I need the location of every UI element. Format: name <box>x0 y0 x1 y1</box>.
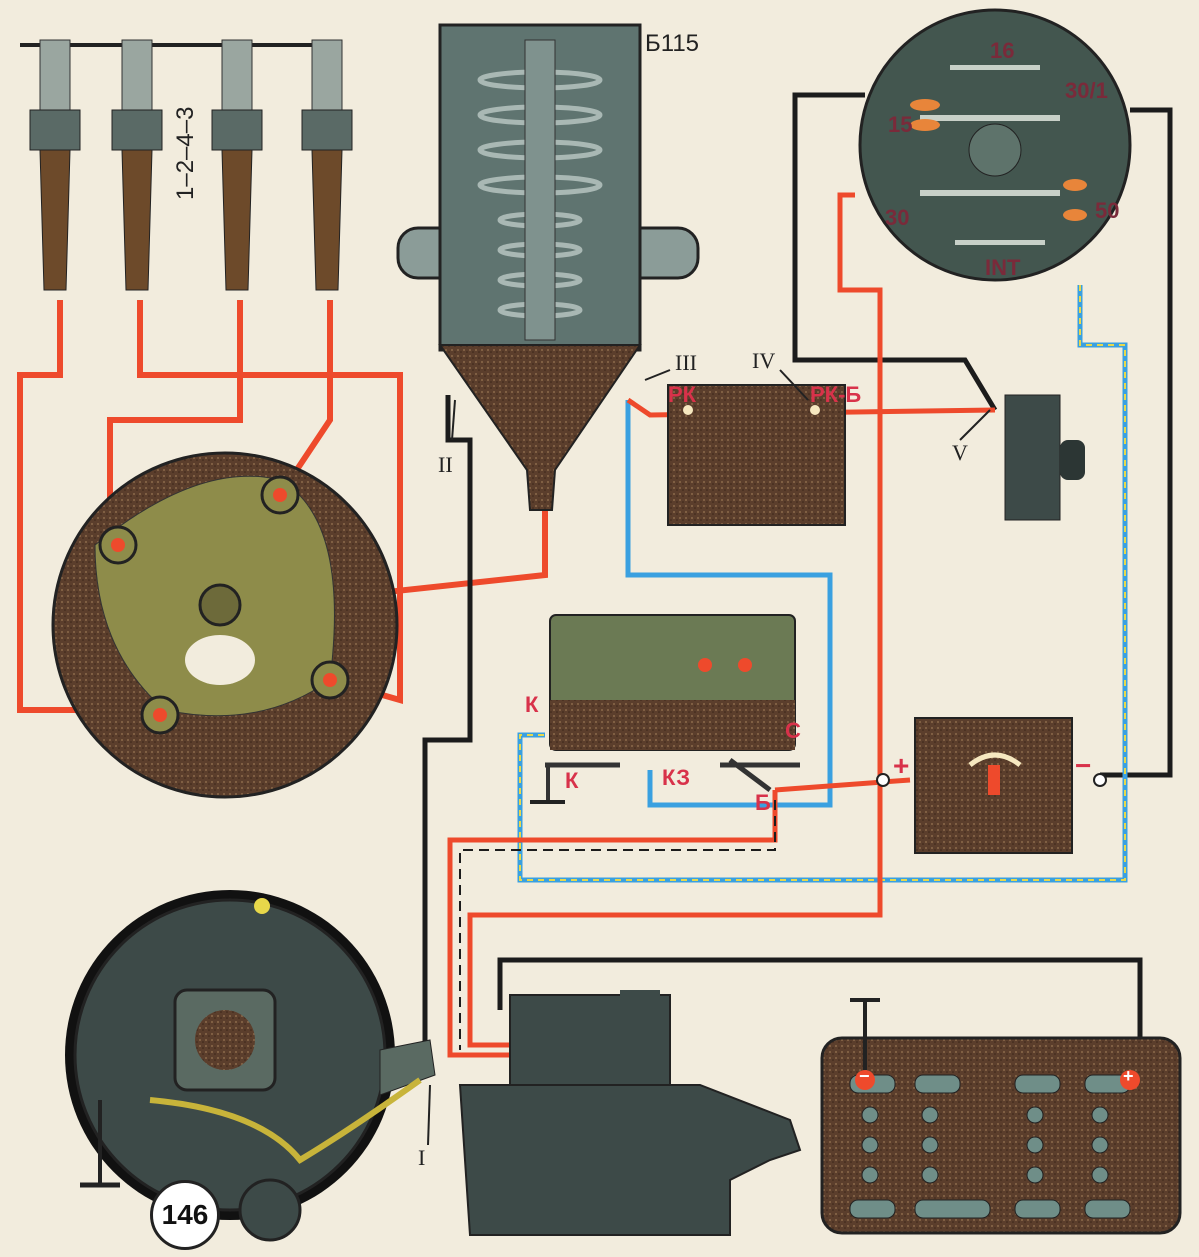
spark-plug-1 <box>29 39 81 291</box>
figure-number: 146 <box>150 1180 220 1250</box>
ignition-coil <box>396 23 700 511</box>
marker-V: V <box>952 440 968 465</box>
spark-plug-4 <box>301 39 353 291</box>
resistor-terminal-rk-b: РК-Б <box>810 382 862 407</box>
firing-order-label: 1–2–4–3 <box>172 106 199 200</box>
black-dash <box>459 800 776 1050</box>
spark-plugs <box>20 39 353 291</box>
starter-motor <box>458 990 802 1236</box>
switch-terminal-15: 15 <box>888 112 913 137</box>
battery-minus: − <box>859 1066 870 1086</box>
switch-terminal-30: 30 <box>885 205 910 230</box>
battery-plus: + <box>1123 1066 1134 1086</box>
ammeter-plus: + <box>893 750 910 781</box>
marker-I: I <box>418 1145 426 1170</box>
ignition-switch <box>858 8 1132 282</box>
ammeter <box>876 717 1107 854</box>
black-wires <box>422 92 1173 1075</box>
switch-terminal-50: 50 <box>1095 198 1120 223</box>
starter-relay <box>530 614 800 804</box>
spark-plug-3 <box>211 39 263 291</box>
relay-terminal-c: С <box>785 718 801 743</box>
yellow-stripe <box>519 285 1126 881</box>
spark-plug-2 <box>111 39 163 291</box>
marker-II: II <box>438 452 453 477</box>
resistor-terminal-rk: РК <box>668 382 697 407</box>
distributor <box>65 890 436 1242</box>
starter-button <box>1004 394 1085 521</box>
distributor-cap <box>51 451 399 799</box>
switch-terminal-int: INT <box>985 255 1021 280</box>
switch-terminal-30-1: 30/1 <box>1065 78 1108 103</box>
relay-terminal-k-bottom: К <box>565 768 579 793</box>
marker-IV: IV <box>752 348 776 373</box>
relay-terminal-b: Б <box>755 790 771 815</box>
marker-arrows <box>427 369 991 1146</box>
coil-label: Б115 <box>645 30 700 57</box>
switch-terminal-16: 16 <box>990 38 1015 63</box>
ammeter-minus: − <box>1075 750 1092 781</box>
relay-terminal-kz: КЗ <box>662 765 691 790</box>
marker-III: III <box>675 350 697 375</box>
battery <box>820 998 1182 1235</box>
relay-terminal-k-top: К <box>525 692 539 717</box>
